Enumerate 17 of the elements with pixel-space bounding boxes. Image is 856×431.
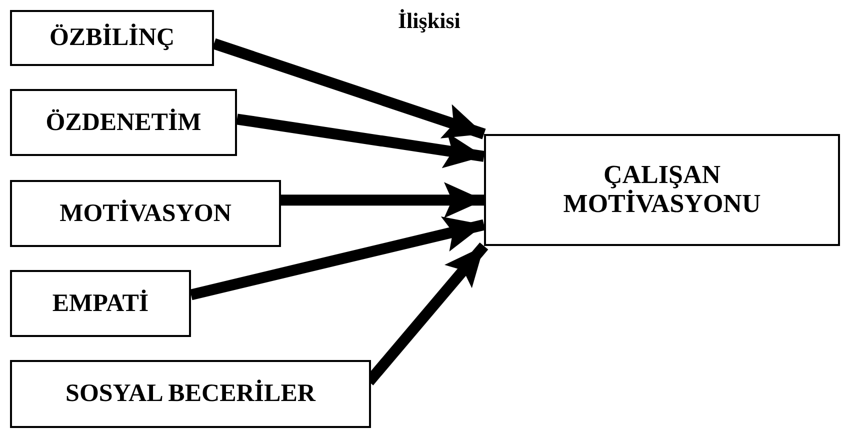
process-box bbox=[10, 270, 191, 337]
box-label: ÖZBİLİNÇ bbox=[49, 24, 175, 52]
process-box bbox=[484, 134, 840, 246]
box-label: ÇALIŞAN MOTİVASYONU bbox=[562, 161, 762, 219]
arrow bbox=[212, 38, 486, 140]
arrow bbox=[236, 114, 485, 168]
box-label: SOSYAL BECERİLER bbox=[66, 380, 316, 408]
arrow bbox=[190, 216, 486, 300]
heading-text: İlişkisi bbox=[398, 8, 460, 34]
box-label: MOTİVASYON bbox=[60, 200, 232, 228]
process-box bbox=[10, 89, 237, 156]
arrow bbox=[281, 182, 484, 218]
process-box bbox=[10, 10, 214, 66]
process-box bbox=[10, 180, 281, 247]
box-label: ÖZDENETİM bbox=[46, 108, 202, 136]
process-box bbox=[10, 360, 371, 428]
box-label: EMPATİ bbox=[52, 290, 149, 318]
